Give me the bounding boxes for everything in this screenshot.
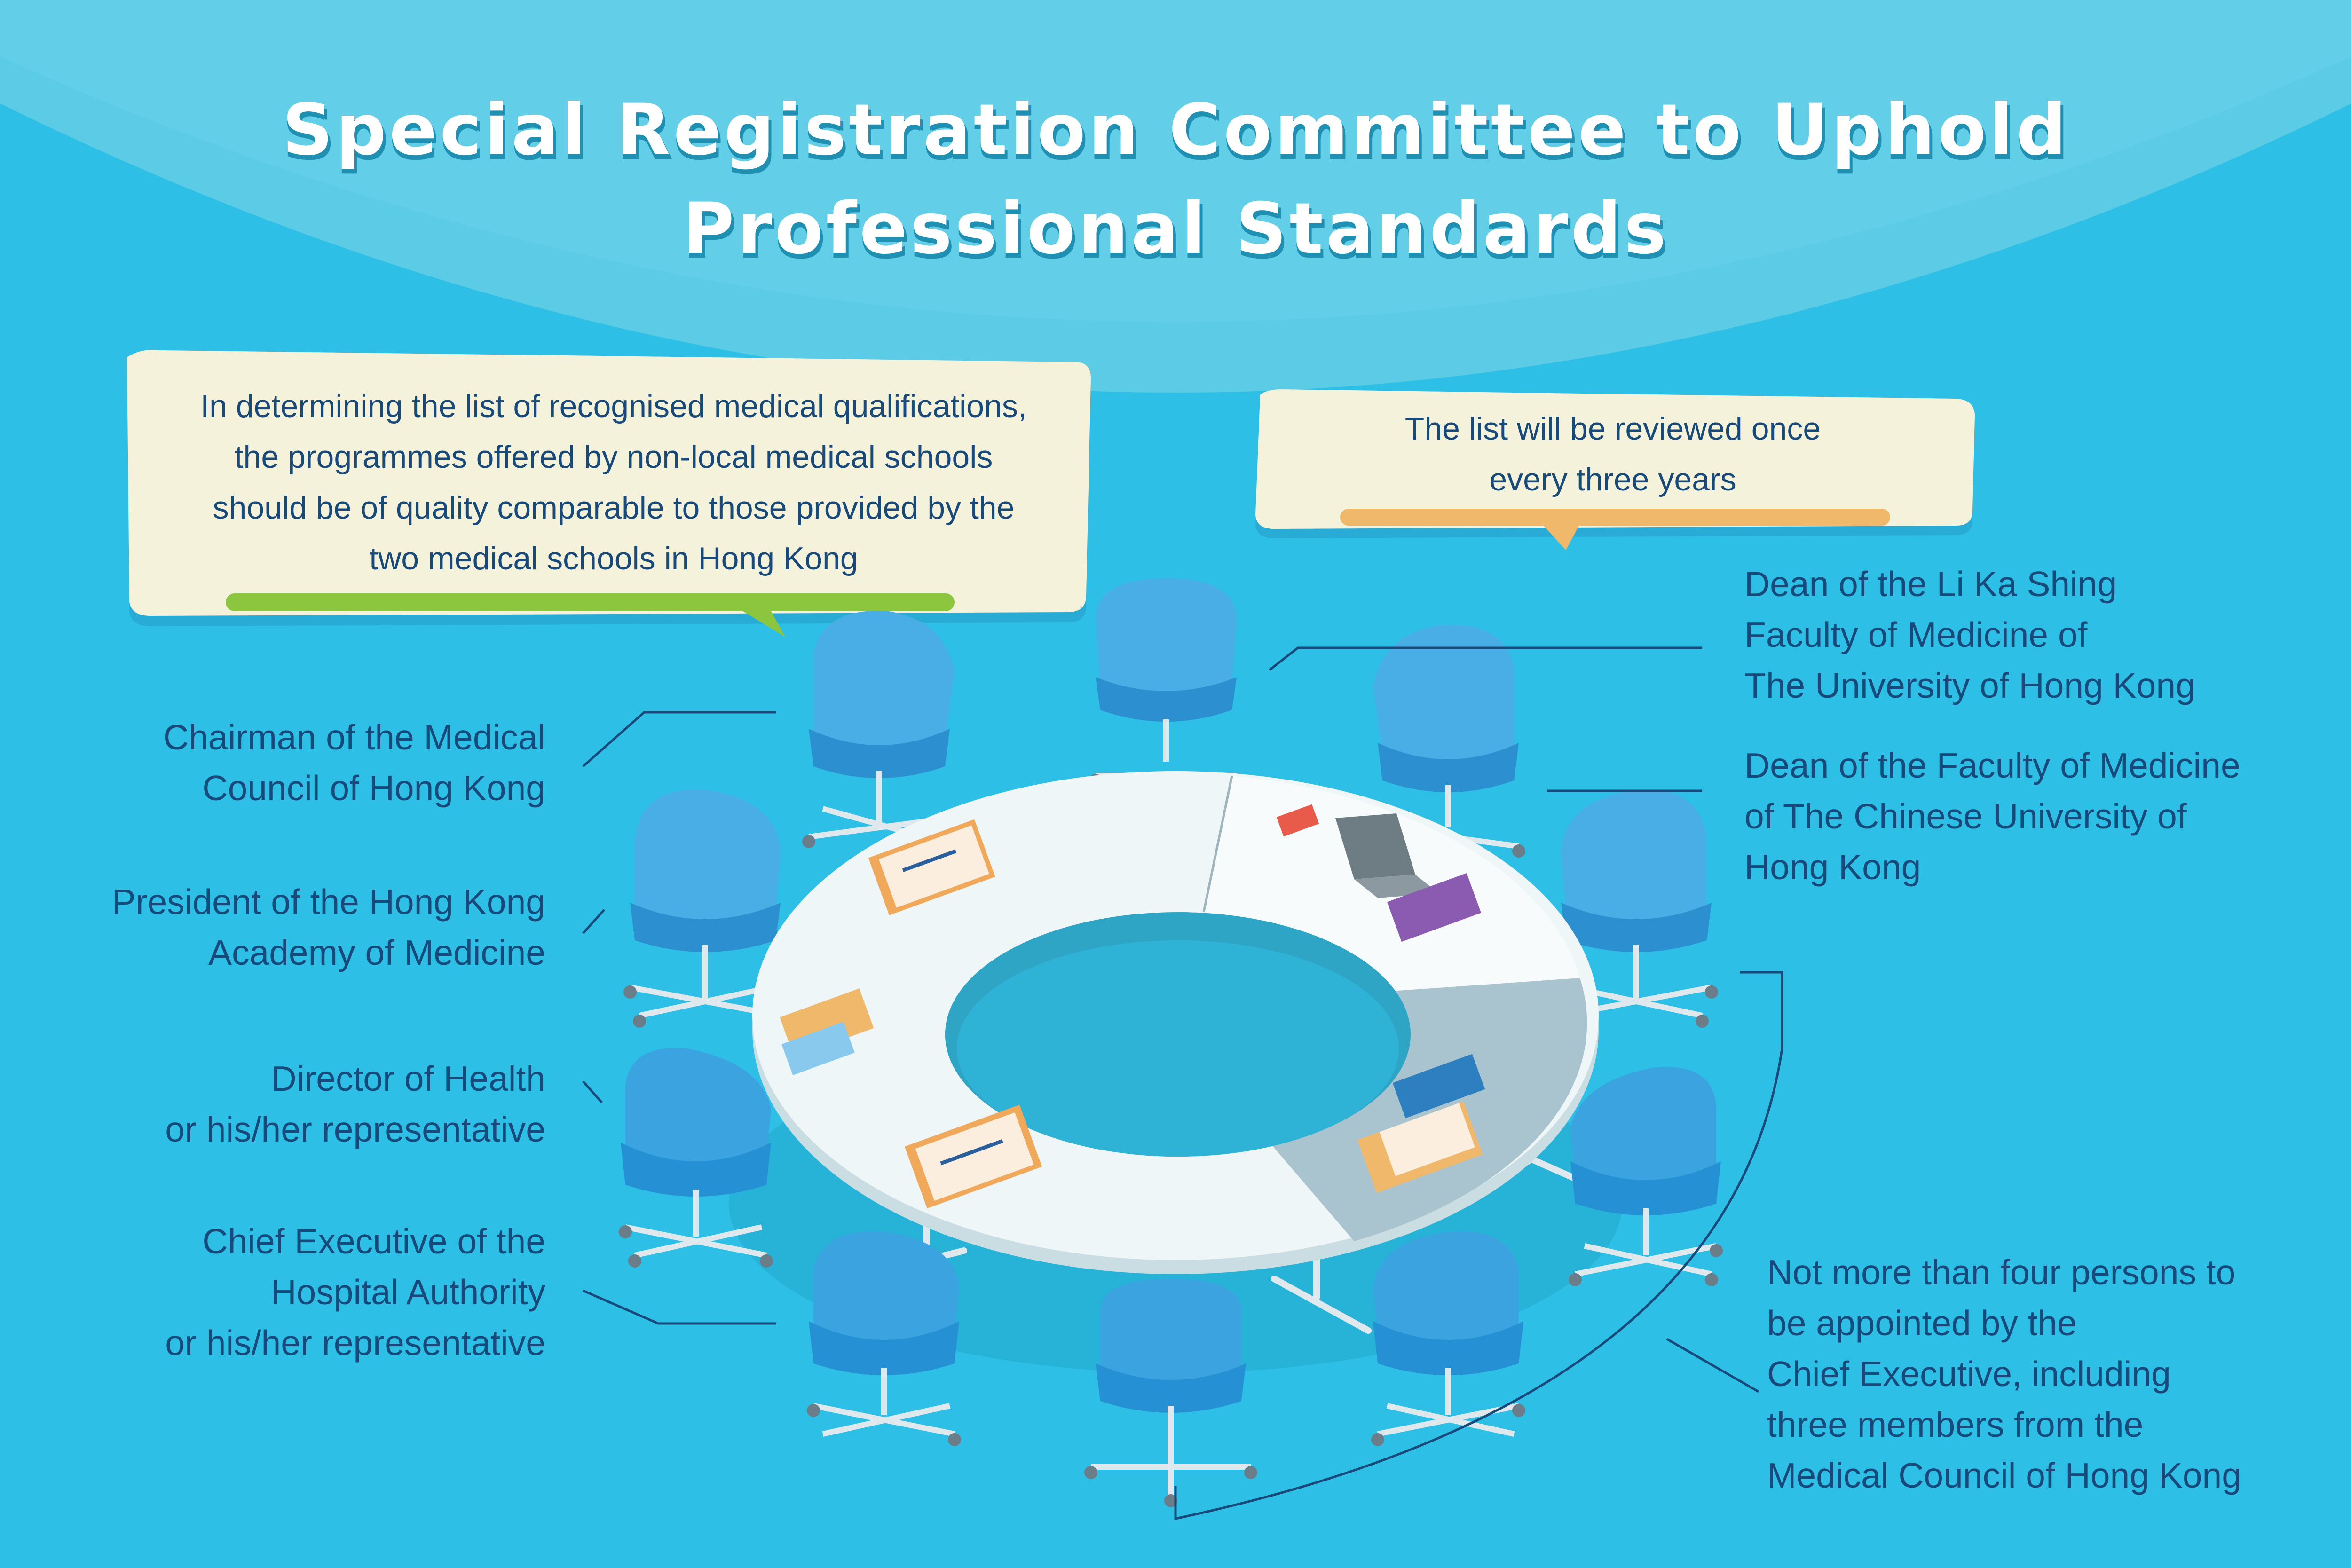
label-line: Dean of the Li Ka Shing — [1744, 564, 2117, 604]
label-line: President of the Hong Kong — [112, 882, 545, 922]
book-icon — [1387, 873, 1481, 942]
label-line: The University of Hong Kong — [1744, 666, 2195, 705]
header-arc-inner — [0, 0, 2351, 322]
page-title-line-1: Special Registration Committee to Uphold — [282, 89, 2069, 171]
chairs-front — [619, 1048, 1723, 1507]
member-dean-cuhk: Dean of the Faculty of Medicine of The C… — [1744, 740, 2337, 892]
label-line: Director of Health — [271, 1059, 545, 1098]
speech-bubble-right — [1255, 389, 1975, 550]
speech-bubble-left-text: In determining the list of recognised me… — [136, 381, 1091, 584]
label-line: Medical Council of Hong Kong — [1767, 1456, 2241, 1495]
chair — [1371, 625, 1525, 858]
speech-bubble-right-text: The list will be reviewed once every thr… — [1255, 403, 1970, 505]
member-chairman-mchk: Chairman of the Medical Council of Hong … — [28, 712, 545, 813]
label-line: Council of Hong Kong — [202, 768, 545, 808]
leader-president — [582, 909, 605, 934]
chair — [623, 789, 787, 1028]
label-line: or his/her representative — [165, 1110, 545, 1149]
leader-chairman — [582, 711, 776, 767]
book-icon — [781, 1022, 855, 1075]
member-chief-executive-ha: Chief Executive of the Hospital Authorit… — [28, 1216, 545, 1368]
label-line: Hospital Authority — [271, 1272, 545, 1312]
folder-icon — [1357, 1101, 1483, 1193]
member-president-hkam: President of the Hong Kong Academy of Me… — [28, 876, 545, 978]
label-line: Academy of Medicine — [208, 933, 545, 972]
leader-dean-hku — [1269, 646, 1702, 671]
label-line: Chairman of the Medical — [163, 717, 545, 757]
leader-lines — [582, 646, 1783, 1521]
page-title-line-2: Professional Standards — [682, 188, 1669, 270]
bubble-line: should be of quality comparable to those… — [213, 490, 1015, 526]
leader-chief-exec-ha — [582, 1289, 776, 1325]
label-line: of The Chinese University of — [1744, 796, 2187, 836]
bubble-line: In determining the list of recognised me… — [200, 388, 1027, 424]
label-line: Faculty of Medicine of — [1744, 615, 2088, 654]
member-director-of-health: Director of Health or his/her representa… — [28, 1053, 545, 1155]
label-line: Dean of the Faculty of Medicine — [1744, 746, 2241, 785]
bubble-line: every three years — [1489, 462, 1736, 497]
label-line: Chief Executive, including — [1767, 1354, 2171, 1394]
label-line: or his/her representative — [165, 1323, 545, 1363]
label-line: be appointed by the — [1767, 1303, 2077, 1343]
bubble-line: two medical schools in Hong Kong — [369, 541, 858, 576]
book-icon — [1392, 1054, 1485, 1119]
speech-bubble-left — [127, 350, 1091, 637]
label-line: Chief Executive of the — [202, 1221, 545, 1261]
member-ce-appointees: Not more than four persons to be appoint… — [1767, 1247, 2341, 1501]
member-dean-hku: Dean of the Li Ka Shing Faculty of Medic… — [1744, 559, 2332, 711]
bubble-line: The list will be reviewed once — [1404, 411, 1821, 447]
chair — [807, 1231, 961, 1446]
leader-director — [582, 1080, 603, 1103]
ring-table — [752, 771, 1599, 1274]
chair — [1084, 1279, 1257, 1507]
leader-appointees — [1174, 971, 1783, 1521]
chair — [619, 1048, 773, 1268]
notebook-icon — [1276, 804, 1319, 837]
label-line: Not more than four persons to — [1767, 1253, 2236, 1292]
chair — [1569, 1067, 1723, 1286]
folder-icon — [904, 1104, 1042, 1209]
leader-appointees-text — [1666, 1338, 1759, 1393]
bubble-line: the programmes offered by non-local medi… — [234, 439, 993, 475]
table-documents — [780, 804, 1485, 1209]
label-line: Hong Kong — [1744, 847, 1921, 887]
label-line: three members from the — [1767, 1405, 2144, 1444]
folder-icon — [868, 819, 995, 915]
chair — [1371, 1231, 1525, 1446]
